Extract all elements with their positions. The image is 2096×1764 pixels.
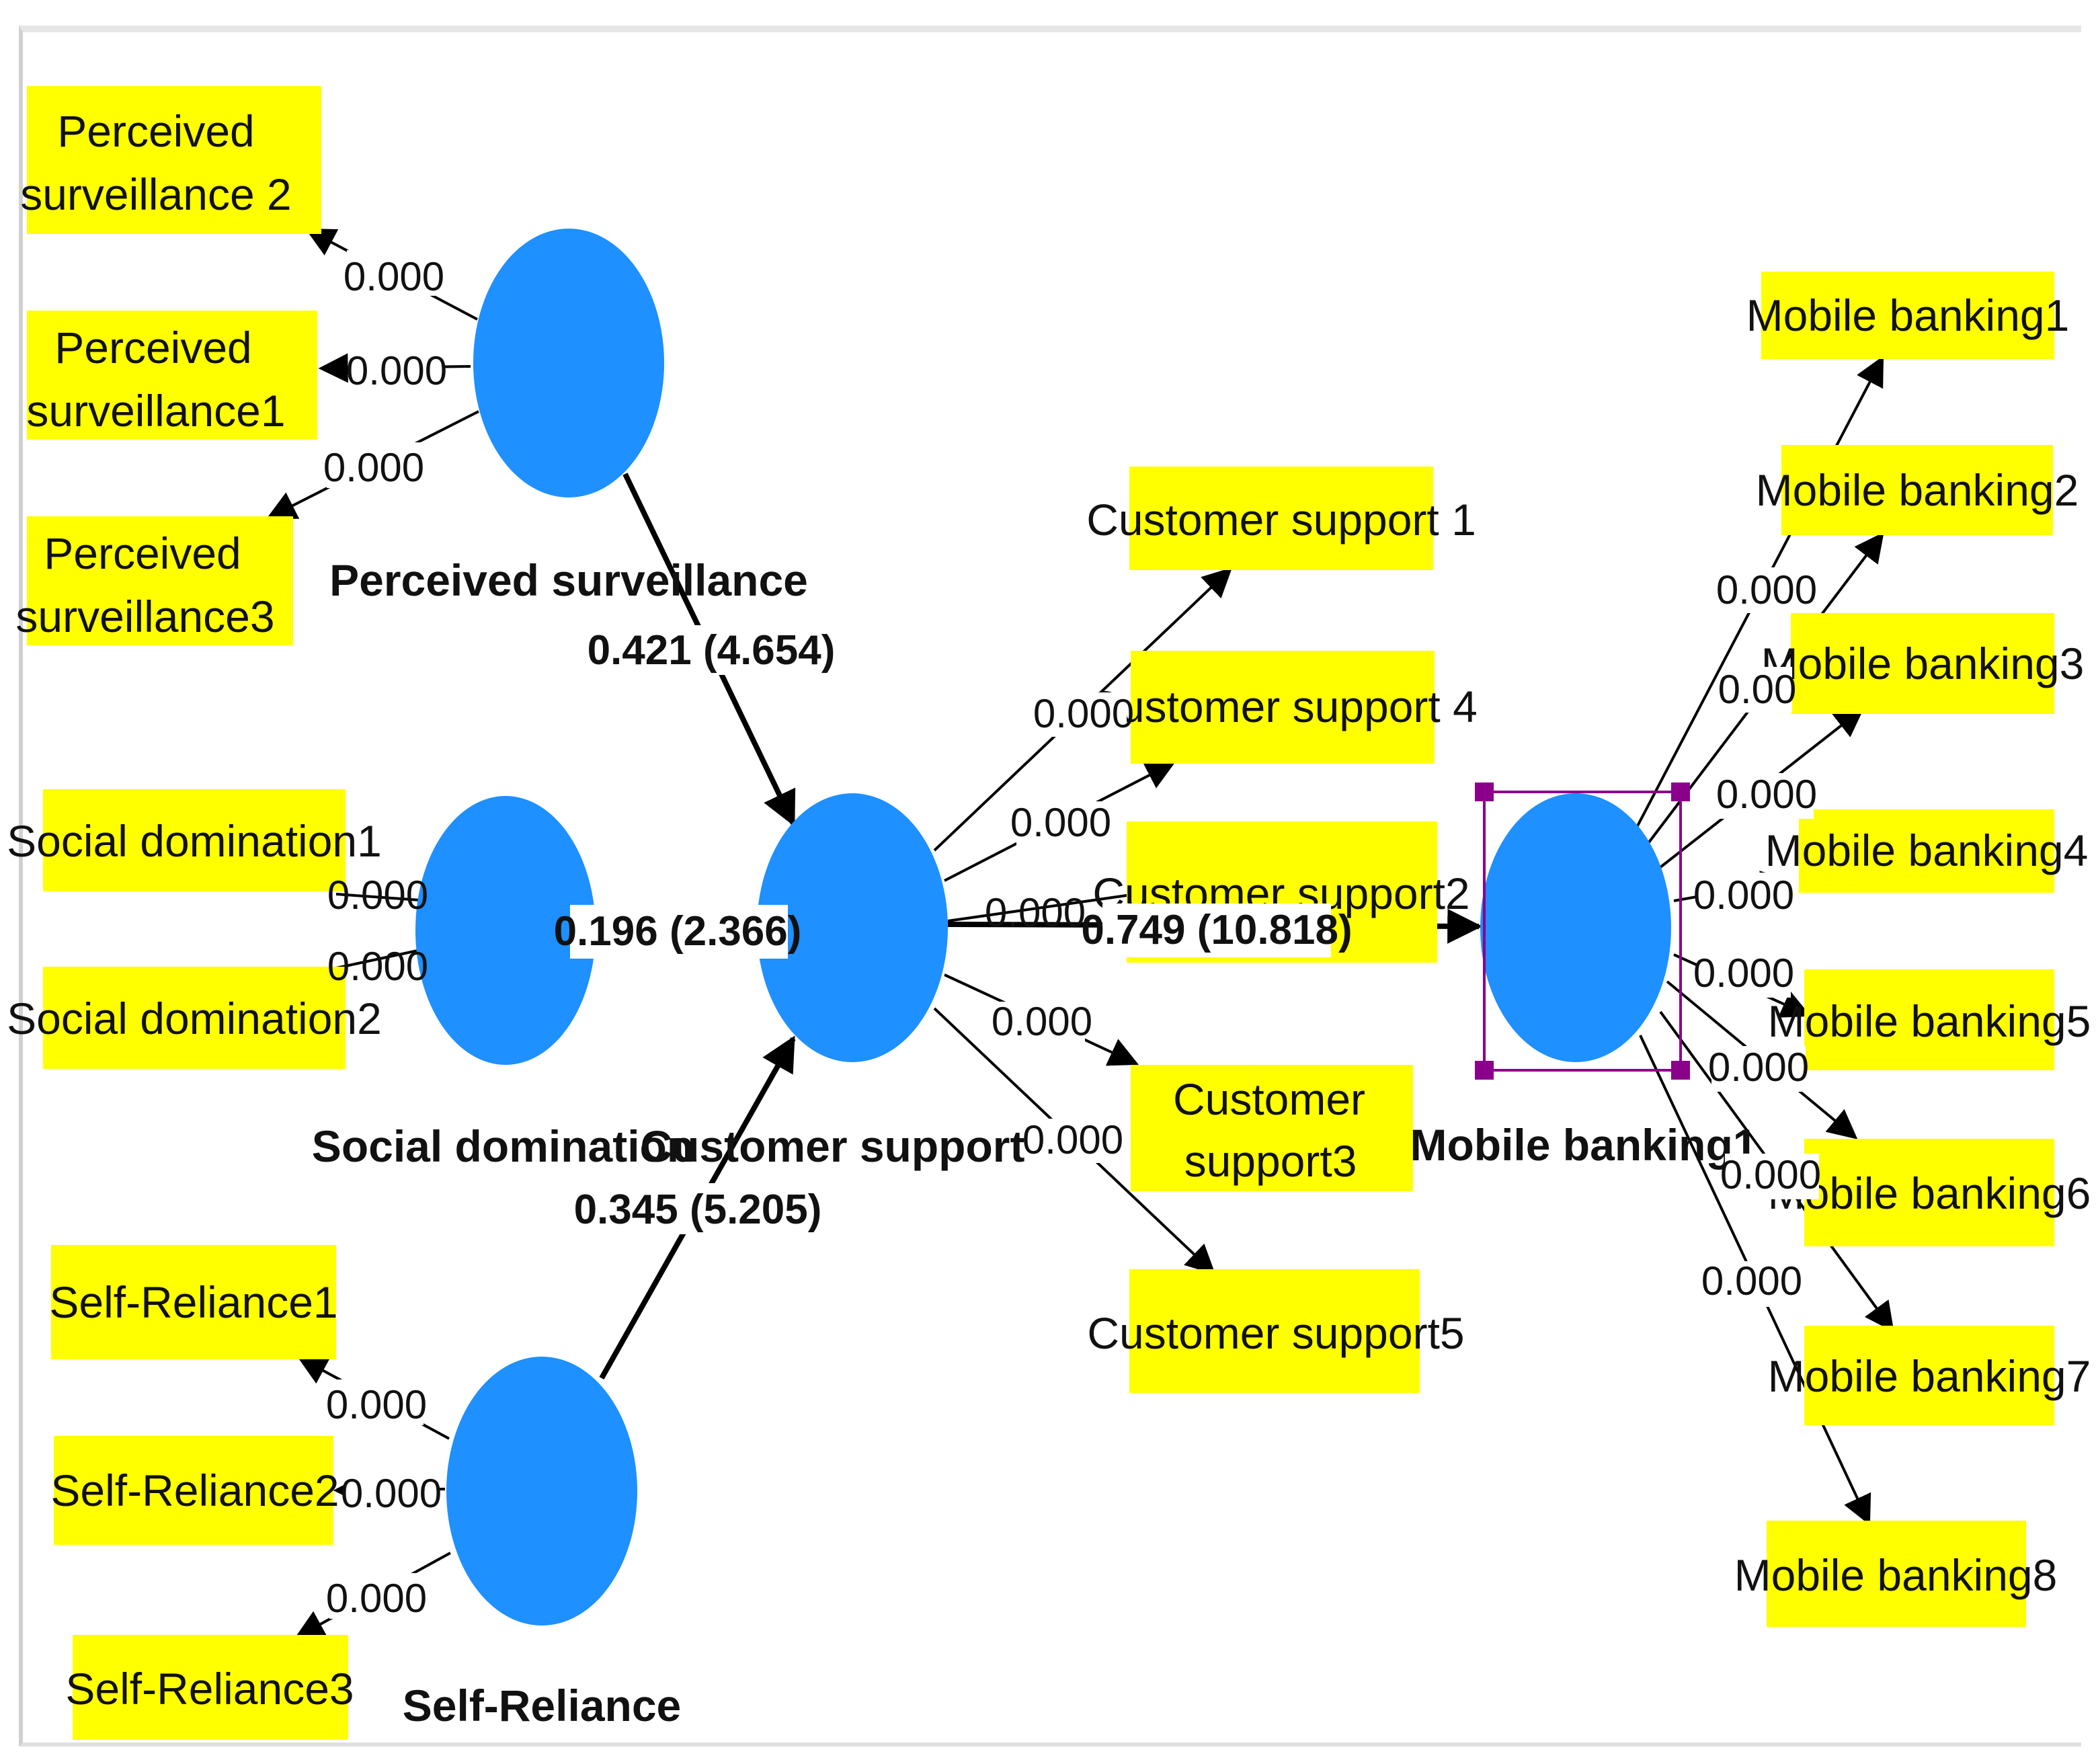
- loading-mb5: 0.000: [1693, 951, 1794, 996]
- indicator-cs5-label: Customer support5: [1087, 1308, 1464, 1358]
- selection-frame[interactable]: [1475, 783, 1690, 1080]
- loading-ps2: 0.000: [344, 254, 444, 299]
- indicator-sd1[interactable]: Social domination1: [7, 789, 382, 891]
- loading-cs3: 0.000: [992, 999, 1092, 1044]
- indicator-ps1[interactable]: Perceived surveillance1: [26, 311, 317, 440]
- latent-perceived-surveillance[interactable]: [473, 229, 664, 497]
- indicator-ps2-line2: surveillance 2: [20, 169, 292, 219]
- loading-sr2: 0.000: [341, 1471, 442, 1516]
- indicator-mb3-label: Mobile banking3: [1761, 639, 2085, 688]
- loading-cs4: 0.000: [1010, 800, 1111, 845]
- loading-ps1: 0.000: [346, 348, 447, 393]
- indicator-ps2[interactable]: Perceived surveillance 2: [20, 86, 321, 234]
- latent-label-perceived-surveillance: Perceived surveillance: [329, 555, 808, 605]
- indicator-sr2[interactable]: Self-Reliance2: [50, 1436, 339, 1545]
- indicator-mb2[interactable]: Mobile banking2: [1756, 445, 2079, 535]
- selection-handle-bottom-left[interactable]: [1475, 1061, 1494, 1080]
- indicator-mb7-label: Mobile banking7: [1768, 1351, 2091, 1401]
- loading-mb3: 0.000: [1716, 772, 1817, 817]
- indicator-mb7[interactable]: Mobile banking7: [1768, 1326, 2091, 1425]
- indicator-sr1-label: Self-Reliance1: [49, 1277, 337, 1327]
- loading-ps3: 0.000: [323, 445, 424, 490]
- indicator-cs3-line1: Customer: [1173, 1074, 1365, 1124]
- indicator-mb4[interactable]: Mobile banking4: [1765, 809, 2089, 893]
- indicator-cs1[interactable]: Customer support 1: [1086, 467, 1476, 570]
- latent-label-social-domination: Social domination: [312, 1121, 694, 1171]
- loading-mb4: 0.000: [1693, 873, 1794, 918]
- indicator-mb5[interactable]: Mobile banking5: [1768, 969, 2091, 1070]
- indicator-mb1[interactable]: Mobile banking1: [1746, 272, 2070, 359]
- latent-social-domination[interactable]: [415, 796, 596, 1065]
- indicator-ps3-line1: Perceived: [44, 528, 241, 578]
- path-label-ps-cs: 0.421 (4.654): [588, 627, 836, 674]
- path-label-sr-cs: 0.345 (5.205): [574, 1187, 822, 1233]
- indicator-sd1-label: Social domination1: [7, 816, 382, 866]
- loading-mb2: 0.00: [1718, 667, 1797, 712]
- selection-handle-bottom-right[interactable]: [1671, 1061, 1690, 1080]
- loading-cs5: 0.000: [1022, 1117, 1123, 1162]
- indicator-ps1-line1: Perceived: [54, 323, 252, 372]
- indicator-sr1[interactable]: Self-Reliance1: [49, 1245, 338, 1359]
- indicator-cs3-line2: support3: [1184, 1136, 1357, 1186]
- selection-handle-top-right[interactable]: [1671, 783, 1690, 801]
- indicator-mb8[interactable]: Mobile banking8: [1734, 1521, 2058, 1627]
- indicator-mb2-label: Mobile banking2: [1756, 465, 2079, 515]
- edge-cs-cs2: [947, 893, 1137, 922]
- loading-mb8: 0.000: [1701, 1258, 1802, 1304]
- path-label-cs-mb: 0.749 (10.818): [1081, 907, 1352, 953]
- indicator-mb5-label: Mobile banking5: [1768, 996, 2091, 1046]
- diagram-canvas-frame: [19, 26, 2081, 1747]
- path-label-sd-cs: 0.196 (2.366): [554, 908, 802, 955]
- latent-label-customer-support: Customer support 1: [640, 1121, 1061, 1171]
- latent-label-mobile-banking: Mobile banking1: [1410, 1120, 1757, 1170]
- indicator-mb3[interactable]: Mobile banking3: [1761, 613, 2085, 714]
- indicator-sr3-label: Self-Reliance3: [65, 1664, 354, 1714]
- indicator-cs3[interactable]: Customer support3: [1131, 1065, 1413, 1191]
- latent-mobile-banking[interactable]: [1480, 793, 1671, 1062]
- selection-handle-top-left[interactable]: [1475, 783, 1494, 801]
- indicator-sd2-label: Social domination2: [7, 994, 382, 1043]
- indicator-ps3-line2: surveillance3: [15, 592, 274, 641]
- indicator-ps2-line1: Perceived: [57, 106, 255, 156]
- loading-sr1: 0.000: [326, 1382, 427, 1427]
- indicator-cs4[interactable]: Customer support 4: [1088, 651, 1478, 764]
- indicator-mb6[interactable]: Mobile banking6: [1768, 1139, 2091, 1246]
- indicator-sr3[interactable]: Self-Reliance3: [65, 1635, 354, 1740]
- loading-mb1: 0.000: [1716, 567, 1817, 612]
- loading-mb7: 0.000: [1720, 1152, 1821, 1197]
- indicator-mb4-label: Mobile banking4: [1765, 826, 2089, 875]
- edge-sd-sd2: [335, 947, 431, 969]
- indicator-cs1-label: Customer support 1: [1086, 495, 1476, 545]
- edge-sd-sd1: [335, 893, 431, 902]
- latent-customer-support[interactable]: [757, 793, 948, 1062]
- indicator-mb6-label: Mobile banking6: [1768, 1168, 2091, 1218]
- indicator-mb8-label: Mobile banking8: [1734, 1550, 2058, 1600]
- loading-cs2: 0.000: [985, 890, 1086, 935]
- loading-sr3: 0.000: [326, 1576, 427, 1621]
- indicator-sd2[interactable]: Social domination2: [7, 967, 382, 1069]
- indicator-ps1-line2: surveillance1: [26, 386, 285, 436]
- indicator-sr2-label: Self-Reliance2: [50, 1466, 339, 1515]
- loading-sd2: 0.000: [327, 944, 428, 989]
- loading-mb6: 0.000: [1708, 1045, 1809, 1090]
- loading-cs1: 0.000: [1033, 691, 1134, 736]
- indicator-mb1-label: Mobile banking1: [1746, 290, 2070, 340]
- indicator-cs5[interactable]: Customer support5: [1087, 1269, 1465, 1393]
- latent-self-reliance[interactable]: [446, 1357, 637, 1626]
- loading-sd1: 0.000: [327, 873, 428, 918]
- latent-label-self-reliance: Self-Reliance: [403, 1681, 682, 1730]
- indicator-ps3[interactable]: Perceived surveillance3: [15, 516, 293, 645]
- indicator-cs4-label: Customer support 4: [1088, 682, 1478, 731]
